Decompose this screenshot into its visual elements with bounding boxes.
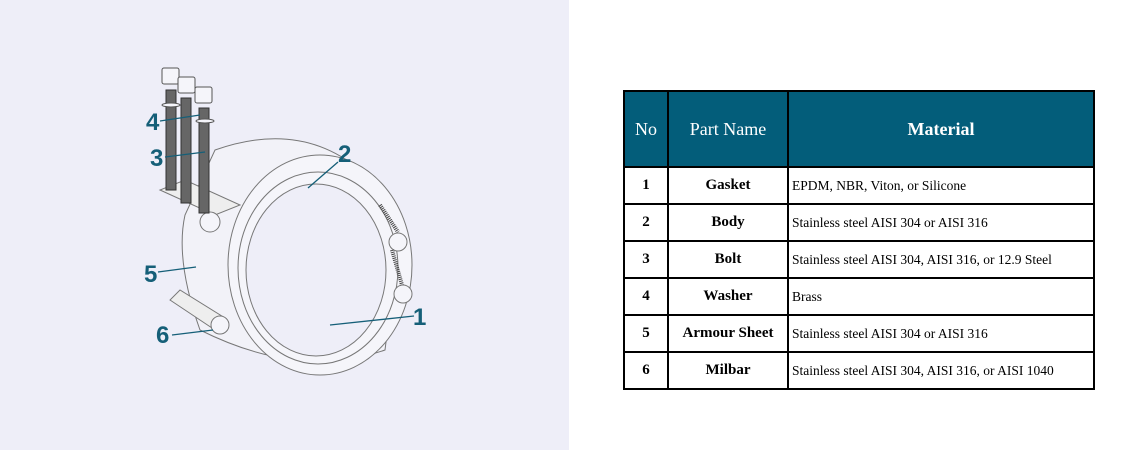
label-1: 1	[413, 304, 426, 331]
row-part-name: Gasket	[667, 166, 789, 205]
header-part-name: Part Name	[667, 90, 789, 168]
row-material: Stainless steel AISI 304 or AISI 316	[787, 203, 1095, 242]
row-part-name: Armour Sheet	[667, 314, 789, 353]
row-no: 5	[623, 314, 669, 353]
label-3: 3	[150, 145, 163, 172]
label-4: 4	[146, 109, 160, 136]
header-no: No	[623, 90, 669, 168]
row-no: 3	[623, 240, 669, 279]
row-material: Stainless steel AISI 304, AISI 316, or 1…	[787, 240, 1095, 279]
row-material: Stainless steel AISI 304, AISI 316, or A…	[787, 351, 1095, 390]
clamp-diagram-panel: 1 2 3 4 5 6	[0, 0, 569, 450]
repair-clamp-drawing: 1 2 3 4 5 6	[144, 67, 426, 376]
table-header-row: No Part Name Material	[623, 90, 1095, 168]
row-material: EPDM, NBR, Viton, or Silicone	[787, 166, 1095, 205]
row-part-name: Milbar	[667, 351, 789, 390]
row-no: 6	[623, 351, 669, 390]
row-no: 2	[623, 203, 669, 242]
row-part-name: Body	[667, 203, 789, 242]
row-material: Stainless steel AISI 304 or AISI 316	[787, 314, 1095, 353]
row-no: 4	[623, 277, 669, 316]
label-5: 5	[144, 261, 157, 288]
label-2: 2	[338, 141, 351, 168]
row-part-name: Bolt	[667, 240, 789, 279]
row-no: 1	[623, 166, 669, 205]
row-part-name: Washer	[667, 277, 789, 316]
header-material: Material	[787, 90, 1095, 168]
row-material: Brass	[787, 277, 1095, 316]
label-6: 6	[156, 322, 169, 349]
